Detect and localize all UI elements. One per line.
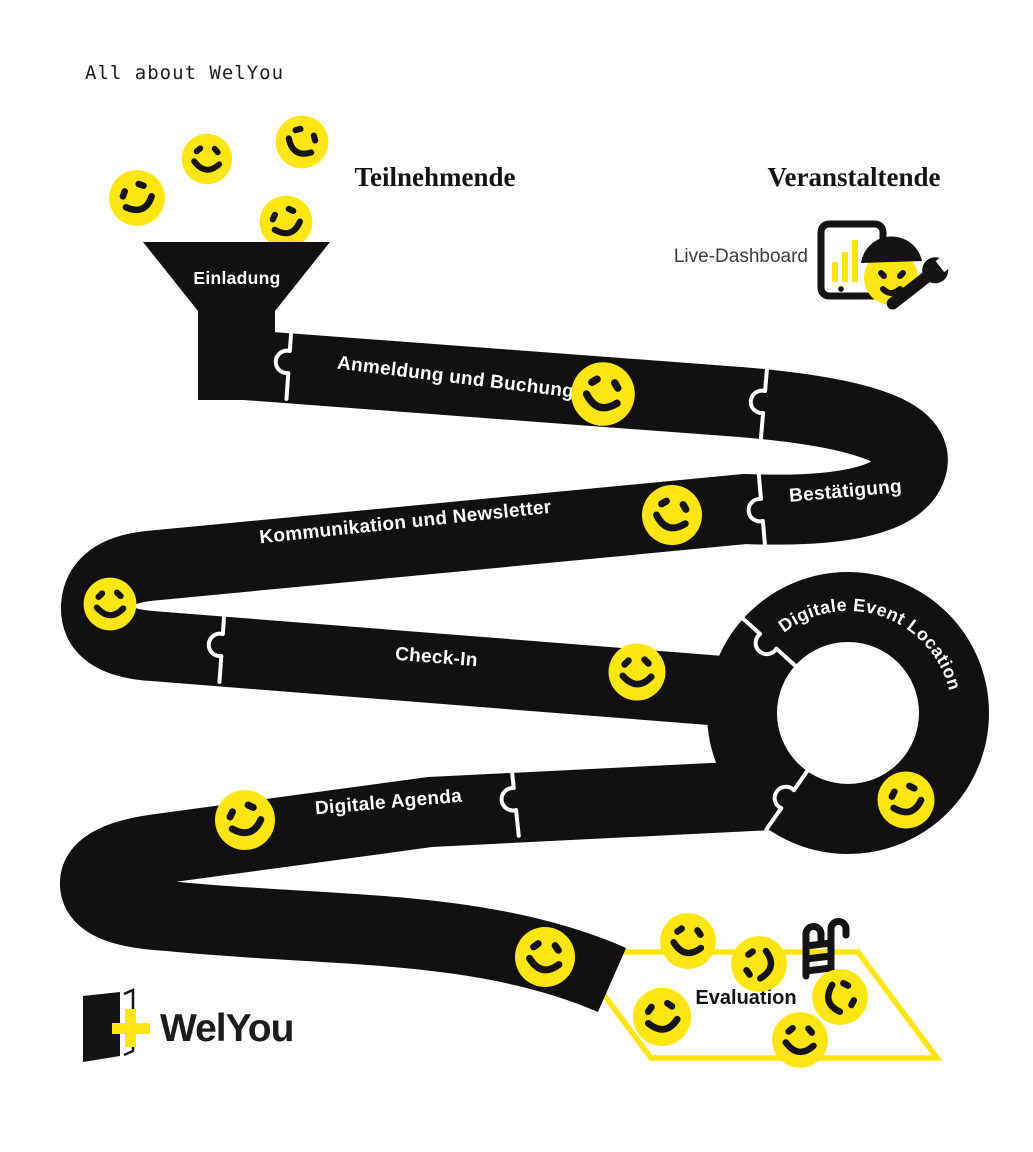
hard-hat-icon bbox=[861, 236, 922, 263]
wrench-icon bbox=[886, 252, 956, 310]
welyou-logo: WelYou bbox=[83, 988, 294, 1062]
plus-icon bbox=[112, 1009, 150, 1047]
live-dashboard-icon bbox=[817, 220, 956, 310]
participants-header: Teilnehmende bbox=[354, 162, 515, 192]
funnel-icon bbox=[143, 242, 330, 400]
stage-label-einladung: Einladung bbox=[193, 268, 280, 288]
live-dashboard-label: Live-Dashboard bbox=[674, 246, 808, 267]
journey-path-lower bbox=[60, 760, 774, 1013]
page-title: All about WelYou bbox=[85, 62, 284, 84]
stage-label-evaluation: Evaluation bbox=[695, 987, 796, 1009]
falling-smiley-icon bbox=[180, 132, 235, 187]
falling-smiley-icon bbox=[266, 106, 338, 178]
falling-smiley-icon bbox=[100, 161, 174, 235]
door-icon bbox=[83, 988, 150, 1062]
event-location-ring bbox=[707, 572, 989, 854]
organizers-header: Veranstaltende bbox=[768, 162, 941, 192]
path-smiley-icon bbox=[609, 644, 666, 701]
logo-text: WelYou bbox=[160, 1007, 293, 1050]
path-smiley-icon bbox=[84, 578, 137, 631]
pool-ladder-icon bbox=[802, 918, 850, 980]
